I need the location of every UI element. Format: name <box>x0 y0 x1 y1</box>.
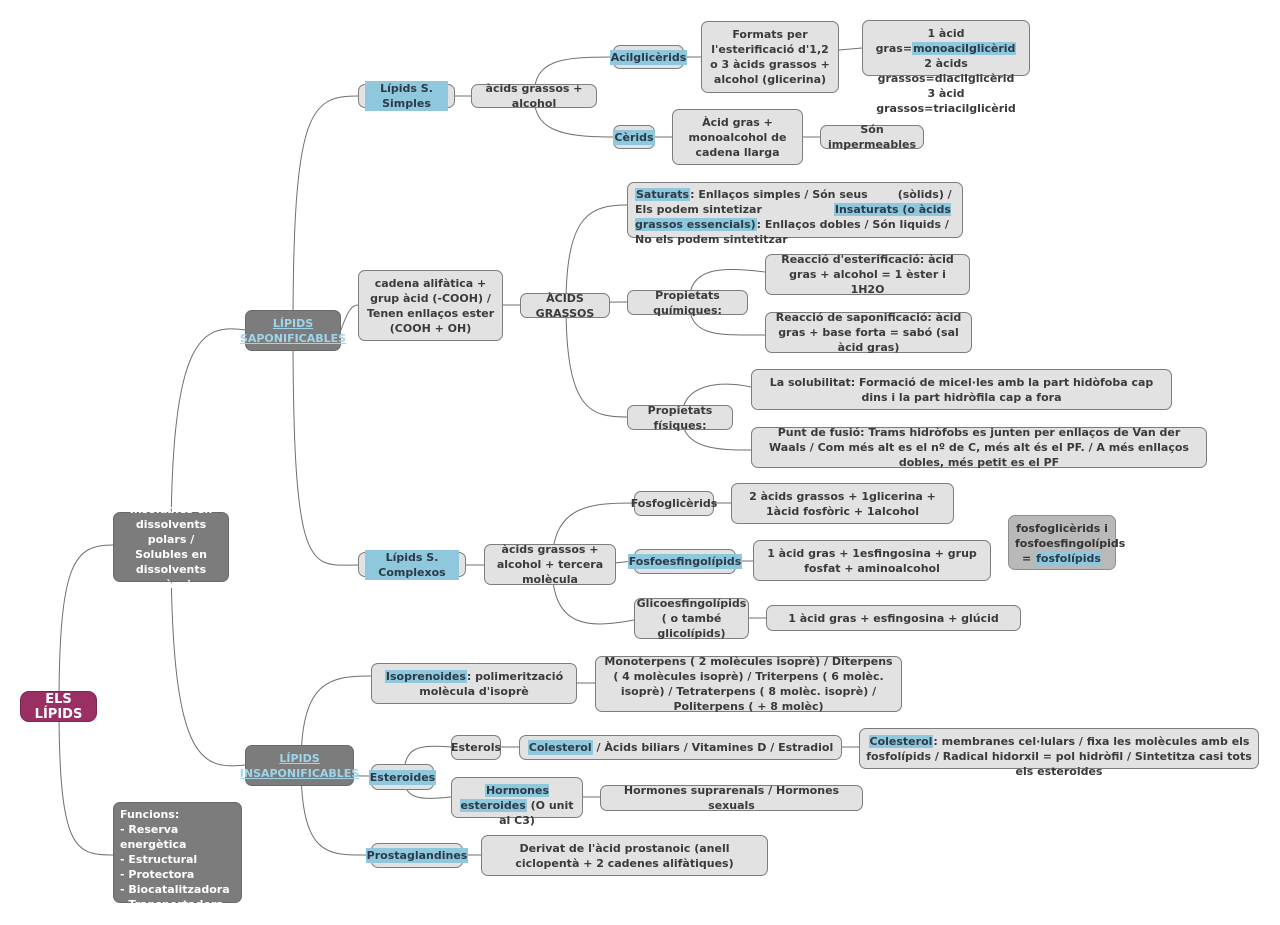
function-item: - Estructural <box>120 853 198 866</box>
prostaglandins-label: Prostaglandines <box>365 848 469 863</box>
functions-node[interactable]: Funcions: - Reserva energètica - Estruct… <box>113 802 242 911</box>
cholesterol-desc-node[interactable]: Colesterol: membranes cel·lulars / fixa … <box>859 728 1259 778</box>
solubility-node[interactable]: La solubilitat: Formació de micel·les am… <box>751 369 1172 410</box>
saturated-text-2: (sòlids) / Els podem sintetizar <box>635 188 952 216</box>
prostaglandins-desc-node[interactable]: Derivat de l'àcid prostanoic (anell cicl… <box>481 835 768 876</box>
complex-lipids-node[interactable]: Lípids S. Complexos <box>358 549 466 580</box>
function-item: - Protectora <box>120 868 195 881</box>
general-properties-node[interactable]: Insolubles en dissolvents polars / Solub… <box>113 503 229 591</box>
insaponifiable-lipids-node[interactable]: LÍPIDS INSAPONIFICABLES <box>240 745 359 786</box>
steroids-node[interactable]: Esteroides <box>368 764 437 790</box>
isoprenoids-highlight: Isoprenoides <box>384 670 467 683</box>
hormones-list-node[interactable]: Hormones suprarenals / Hormones sexuals <box>600 784 863 812</box>
phosphoglycerides-node[interactable]: Fosfoglicèrids <box>631 491 717 516</box>
complex-lipids-label: Lípids S. Complexos <box>365 549 459 580</box>
summary-text: fosfoglicèrids i fosfoesfingolípids = <box>1015 522 1126 565</box>
cholesterol-highlight: Colesterol <box>527 740 593 755</box>
simple-lipids-label: Lípids S. Simples <box>365 81 448 111</box>
esterification-node[interactable]: Reacció d'esterificació: àcid gras + alc… <box>765 253 970 296</box>
phospholipids-highlight: fosfolípids <box>1035 552 1102 565</box>
sterols-list-text: / Àcids biliars / Vitamines D / Estradio… <box>592 741 834 754</box>
cerides-node[interactable]: Cèrids <box>613 125 655 149</box>
insaponifiable-lipids-label: LÍPIDS INSAPONIFICABLES <box>239 751 360 780</box>
simple-lipids-node[interactable]: Lípids S. Simples <box>358 81 455 111</box>
types-line: 3 àcid grassos=triacilglicèrid <box>876 87 1016 115</box>
cerides-label: Cèrids <box>613 129 655 145</box>
acylglycerides-node[interactable]: Acilglicèrids <box>609 45 688 69</box>
saturated-unsaturated-node[interactable]: Saturats: Enllaços simples / Són seus(sò… <box>627 182 963 246</box>
isoprenoids-node[interactable]: Isoprenoides: polimerització molècula d'… <box>371 663 577 704</box>
terpenes-node[interactable]: Monoterpens ( 2 molècules isoprè) / Dite… <box>595 655 902 713</box>
glycosphingolipids-node[interactable]: Glicoesfingolípids ( o també glicolípids… <box>634 597 749 640</box>
sterols-list-node[interactable]: Colesterol / Àcids biliars / Vitamines D… <box>519 735 842 760</box>
saturated-highlight: Saturats <box>635 188 691 201</box>
phosphoglycerides-desc-node[interactable]: 2 àcids grassos + 1glicerina + 1àcid fos… <box>731 483 954 524</box>
steroid-hormones-node[interactable]: Hormones esteroides (O unit al C3) <box>451 777 583 827</box>
acylglycerides-desc-node[interactable]: Formats per l'esterificació d'1,2 o 3 àc… <box>701 21 839 93</box>
function-item: - Transportadora <box>120 898 224 911</box>
cholesterol-desc-highlight: Colesterol <box>868 735 934 748</box>
cholesterol-desc-text: : membranes cel·lulars / fixa les molècu… <box>866 735 1252 778</box>
steroid-hormones-text: (O unit al C3) <box>499 799 574 827</box>
fatty-acid-definition-node[interactable]: cadena alifàtica + grup àcid (-COOH) / T… <box>358 270 503 341</box>
physical-properties-node[interactable]: Propietats físiques: <box>627 404 733 432</box>
complex-composition-node[interactable]: àcids grassos + alcohol + tercera molècu… <box>484 543 616 586</box>
unsaturated-text: : Enllaços dobles / Són liquids / No els… <box>635 218 949 246</box>
sterols-node[interactable]: Esterols <box>451 735 501 760</box>
saponification-node[interactable]: Reacció de saponificació: àcid gras + ba… <box>765 311 972 354</box>
phospholipids-summary-node[interactable]: fosfoglicèrids i fosfoesfingolípids = fo… <box>1008 515 1125 570</box>
phosphosphingolipids-desc-node[interactable]: 1 àcid gras + 1esfingosina + grup fosfat… <box>753 540 991 581</box>
chemical-properties-node[interactable]: Propietats químiques: <box>627 289 748 317</box>
phosphosphingolipids-node[interactable]: Fosfoesfingolípids <box>627 549 743 574</box>
glycosphingolipids-desc-node[interactable]: 1 àcid gras + esfingosina + glúcid <box>766 605 1021 631</box>
prostaglandins-node[interactable]: Prostaglandines <box>365 843 469 868</box>
acylglycerides-types-node[interactable]: 1 àcid gras=monoacilglicèrid 2 àcids gra… <box>862 20 1030 115</box>
cerides-property-node[interactable]: Són impermeables <box>820 123 924 151</box>
isoprenoids-text: : polimerització molècula d'isoprè <box>419 670 564 698</box>
steroids-label: Esteroides <box>368 769 437 785</box>
types-line: 2 àcids grassos=diacilglicèrid <box>877 57 1015 85</box>
function-item: - Biocatalitzadora <box>120 883 230 896</box>
fatty-acids-node[interactable]: ÀCIDS GRASSOS <box>520 292 610 320</box>
simple-composition-node[interactable]: àcids grassos + alcohol <box>471 82 597 110</box>
phosphosphingolipids-label: Fosfoesfingolípids <box>627 554 743 569</box>
saturated-text: : Enllaços simples / Són seus <box>690 188 868 201</box>
functions-title: Funcions: <box>120 808 180 821</box>
root-node[interactable]: ELS LÍPIDS <box>20 691 97 722</box>
monoacylglyceride-highlight: monoacilglicèrid <box>912 42 1017 55</box>
types-prefix: 1 àcid gras= <box>875 27 965 55</box>
cerides-desc-node[interactable]: Àcid gras + monoalcohol de cadena llarga <box>672 109 803 165</box>
saponifiable-lipids-label: LÍPIDS SAPONIFICABLES <box>239 316 347 345</box>
melting-point-node[interactable]: Punt de fusió: Trams hidròfobs es junten… <box>751 426 1207 469</box>
function-item: - Reserva energètica <box>120 823 187 851</box>
acylglycerides-label: Acilglicèrids <box>609 49 688 65</box>
saponifiable-lipids-node[interactable]: LÍPIDS SAPONIFICABLES <box>240 310 346 351</box>
